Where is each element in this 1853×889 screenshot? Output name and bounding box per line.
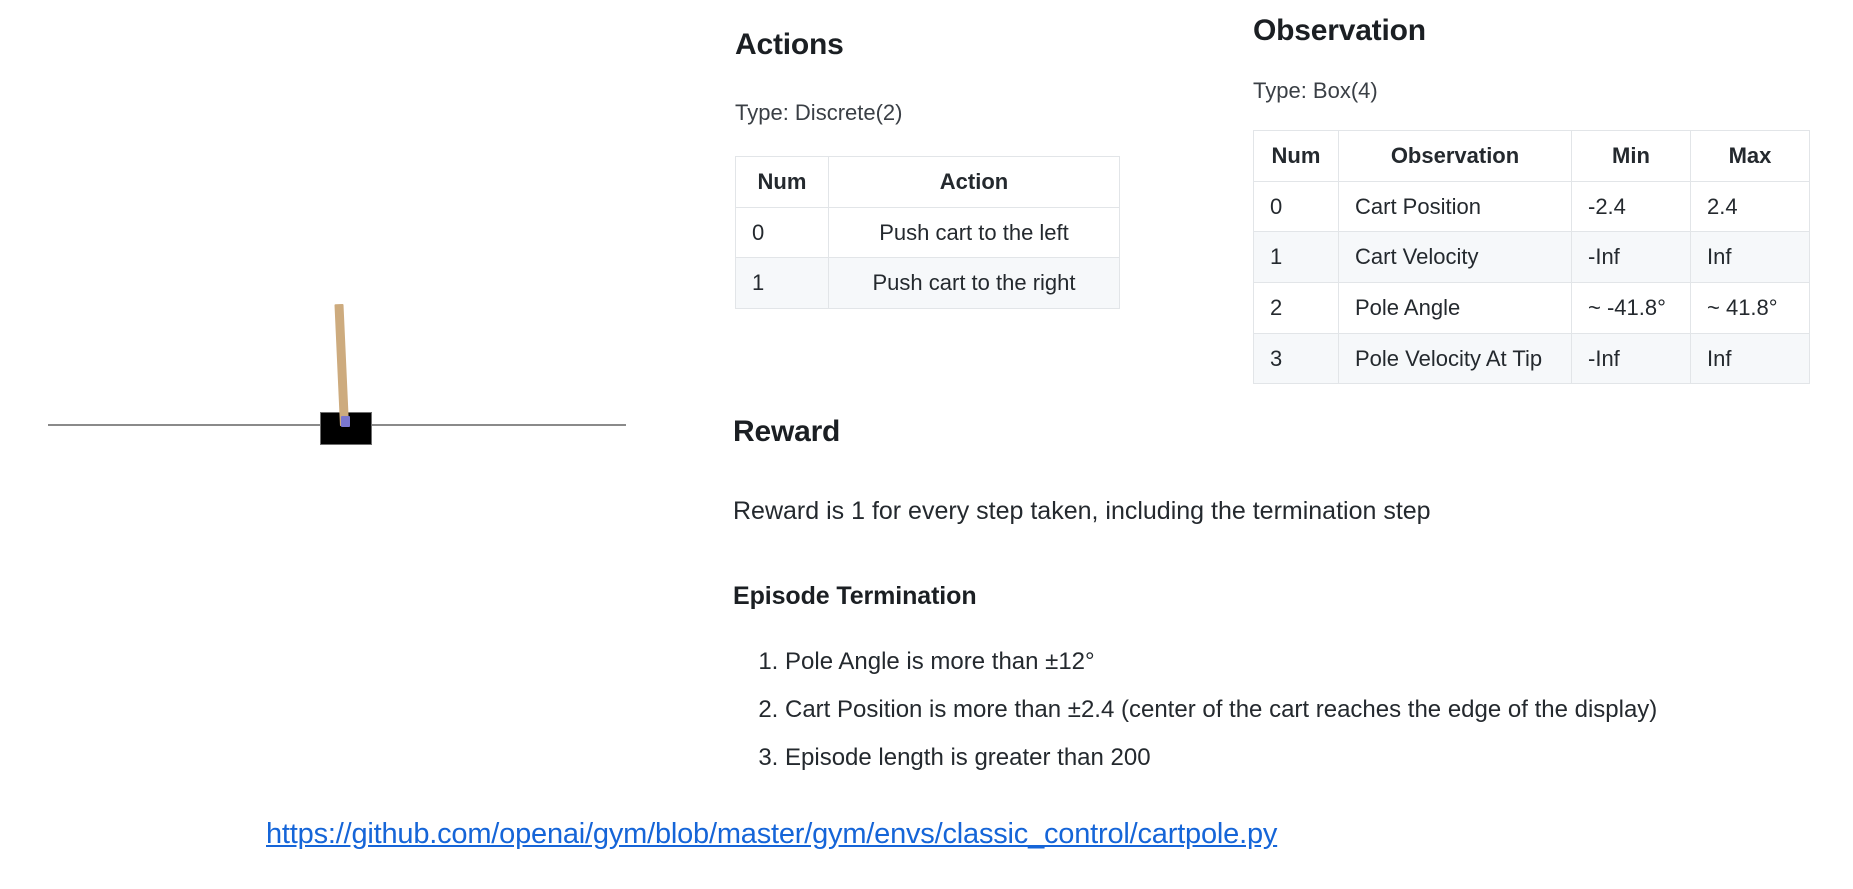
cell-num: 1 [735,257,829,310]
episode-termination-list: Pole Angle is more than ±12° Cart Positi… [733,650,1657,794]
cell-num: 1 [1253,231,1339,284]
reward-text: Reward is 1 for every step taken, includ… [733,497,1431,525]
actions-heading: Actions [735,28,844,61]
cell-max: ~ 41.8° [1690,282,1810,334]
column-header-max: Max [1690,130,1810,182]
cell-min: -2.4 [1571,180,1691,233]
cell-num: 3 [1253,332,1339,385]
list-item: Cart Position is more than ±2.4 (center … [785,698,1657,722]
cell-observation: Cart Velocity [1338,231,1572,284]
cell-max: Inf [1690,231,1810,284]
actions-table: Num Action 0 Push cart to the left 1 Pus… [735,156,1120,310]
list-item: Pole Angle is more than ±12° [785,650,1657,674]
cell-num: 0 [1253,180,1339,233]
table-row: 0 Cart Position -2.4 2.4 [1253,180,1810,233]
reward-heading: Reward [733,415,841,448]
table-row: 2 Pole Angle ~ -41.8° ~ 41.8° [1253,282,1810,334]
table-row: 1 Cart Velocity -Inf Inf [1253,231,1810,284]
observation-heading: Observation [1253,14,1426,47]
pole [334,303,349,427]
episode-termination-heading: Episode Termination [733,582,977,610]
table-row: 0 Push cart to the left [735,206,1120,259]
table-header-row: Num Observation Min Max [1253,130,1810,182]
cell-action: Push cart to the right [828,257,1120,310]
cell-action: Push cart to the left [828,206,1120,259]
table-row: 1 Push cart to the right [735,257,1120,310]
column-header-num: Num [735,156,829,208]
cell-observation: Pole Angle [1338,282,1572,334]
observation-table: Num Observation Min Max 0 Cart Position … [1253,130,1810,385]
column-header-min: Min [1571,130,1691,182]
cell-max: 2.4 [1690,180,1810,233]
cell-observation: Pole Velocity At Tip [1338,332,1572,385]
table-header-row: Num Action [735,156,1120,208]
cell-num: 0 [735,206,829,259]
column-header-action: Action [828,156,1120,208]
cell-max: Inf [1690,332,1810,385]
cell-min: -Inf [1571,231,1691,284]
list-item: Episode length is greater than 200 [785,746,1657,770]
cell-observation: Cart Position [1338,180,1572,233]
column-header-num: Num [1253,130,1339,182]
column-header-observation: Observation [1338,130,1572,182]
pole-axle [341,416,350,427]
observation-type-line: Type: Box(4) [1253,78,1378,103]
actions-type-line: Type: Discrete(2) [735,100,903,125]
table-row: 3 Pole Velocity At Tip -Inf Inf [1253,332,1810,385]
cart-body [320,412,372,445]
source-code-link[interactable]: https://github.com/openai/gym/blob/maste… [266,818,1278,850]
cell-min: -Inf [1571,332,1691,385]
cartpole-environment-render [0,0,700,889]
cell-min: ~ -41.8° [1571,282,1691,334]
cell-num: 2 [1253,282,1339,334]
